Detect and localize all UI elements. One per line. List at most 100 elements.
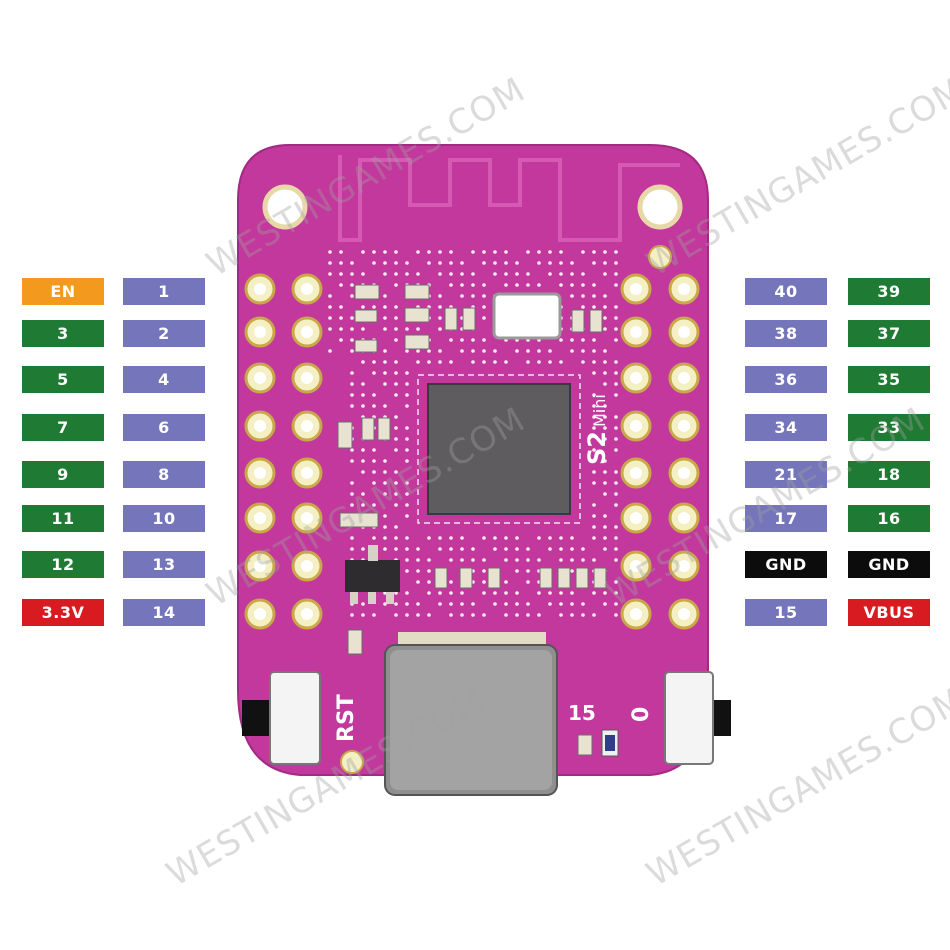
via-dot — [438, 294, 442, 298]
via-dot — [350, 371, 354, 375]
via-dot — [394, 283, 398, 287]
via-dot — [372, 393, 376, 397]
via-dot — [537, 250, 541, 254]
via-dot — [482, 305, 486, 309]
via-dot — [559, 338, 563, 342]
via-dot — [339, 305, 343, 309]
pin-label-right-outer-2: 35 — [848, 366, 930, 393]
via-dot — [405, 382, 409, 386]
via-dot — [416, 602, 420, 606]
via-dot — [427, 536, 431, 540]
via-dot — [592, 261, 596, 265]
via-dot — [361, 613, 365, 617]
via-dot — [361, 250, 365, 254]
via-dot — [603, 294, 607, 298]
via-dot — [383, 547, 387, 551]
via-dot — [361, 470, 365, 474]
pin-label-left-outer-1: 3 — [22, 320, 104, 347]
via-dot — [416, 613, 420, 617]
via-dot — [383, 294, 387, 298]
via-dot — [471, 613, 475, 617]
via-dot — [339, 283, 343, 287]
via-dot — [372, 613, 376, 617]
via-dot — [603, 602, 607, 606]
via-dot — [350, 492, 354, 496]
pin-label-right-outer-5: 16 — [848, 505, 930, 532]
via-dot — [350, 613, 354, 617]
via-dot — [361, 393, 365, 397]
via-dot — [438, 316, 442, 320]
via-dot — [570, 613, 574, 617]
via-dot — [614, 437, 618, 441]
via-dot — [449, 602, 453, 606]
via-dot — [394, 261, 398, 265]
via-dot — [460, 602, 464, 606]
via-dot — [394, 437, 398, 441]
via-dot — [504, 250, 508, 254]
via-dot — [548, 261, 552, 265]
usb-c-shell-face — [390, 650, 552, 790]
via-dot — [471, 349, 475, 353]
voltage-regulator — [345, 560, 400, 592]
via-dot — [328, 327, 332, 331]
via-dot — [493, 261, 497, 265]
via-dot — [361, 272, 365, 276]
pin-label-right-outer-3: 33 — [848, 414, 930, 441]
via-dot — [537, 613, 541, 617]
via-dot — [504, 261, 508, 265]
via-dot — [493, 272, 497, 276]
via-dot — [614, 547, 618, 551]
via-dot — [614, 283, 618, 287]
via-dot — [405, 426, 409, 430]
via-dot — [526, 569, 530, 573]
via-dot — [493, 250, 497, 254]
via-dot — [350, 404, 354, 408]
via-dot — [383, 327, 387, 331]
via-dot — [614, 492, 618, 496]
via-dot — [515, 272, 519, 276]
esp32-s2-chip — [427, 383, 571, 515]
via-dot — [592, 481, 596, 485]
via-dot — [405, 602, 409, 606]
via-dot — [614, 602, 618, 606]
via-dot — [570, 294, 574, 298]
via-dot — [449, 558, 453, 562]
via-dot — [559, 536, 563, 540]
via-dot — [350, 503, 354, 507]
via-dot — [603, 426, 607, 430]
header-pad-hole — [254, 608, 266, 620]
via-dot — [537, 283, 541, 287]
via-dot — [614, 338, 618, 342]
via-dot — [603, 305, 607, 309]
via-dot — [383, 360, 387, 364]
smd-components — [337, 284, 607, 756]
via-dot — [614, 481, 618, 485]
via-dot — [570, 349, 574, 353]
via-dot — [603, 250, 607, 254]
gpio15-silkscreen: 15 — [568, 701, 596, 725]
via-dot — [603, 272, 607, 276]
pin-label-right-outer-0: 39 — [848, 278, 930, 305]
via-dot — [394, 470, 398, 474]
usb-c-pads — [398, 632, 546, 646]
via-dot — [394, 525, 398, 529]
via-dot — [449, 272, 453, 276]
via-dot — [537, 360, 541, 364]
via-dot — [603, 536, 607, 540]
via-dot — [438, 261, 442, 265]
via-dot — [570, 569, 574, 573]
via-dot — [482, 349, 486, 353]
via-dot — [372, 371, 376, 375]
pin-label-left-inner-5: 10 — [123, 505, 205, 532]
via-dot — [559, 613, 563, 617]
via-dot — [460, 283, 464, 287]
header-pad-hole — [254, 283, 266, 295]
via-dot — [372, 470, 376, 474]
via-dot — [482, 316, 486, 320]
via-dot — [438, 327, 442, 331]
via-dot — [581, 602, 585, 606]
via-dot — [603, 415, 607, 419]
via-dot — [405, 547, 409, 551]
via-dot — [482, 536, 486, 540]
via-dot — [592, 525, 596, 529]
